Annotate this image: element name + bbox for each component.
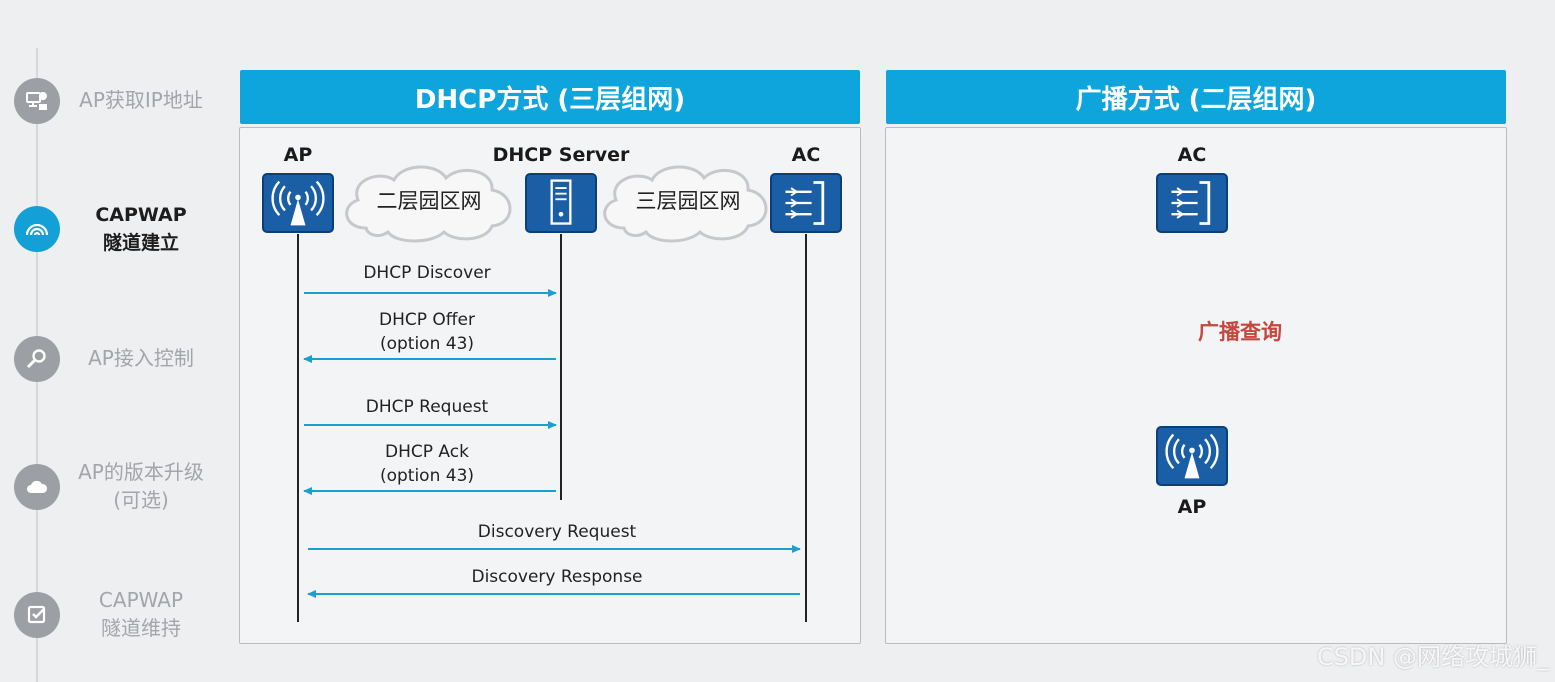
ac-controller-icon [1156,173,1228,233]
dhcp-server-label: DHCP Server [492,144,630,166]
server-icon [525,173,597,233]
step-capwap-maintain[interactable]: CAPWAP 隧道维持 [0,588,230,650]
broadcast-query-label: 广播查询 [1198,320,1282,344]
network-monitor-icon [14,78,60,124]
dhcp-panel-title: DHCP方式 (三层组网) [240,70,860,124]
step-label: CAPWAP 隧道建立 [95,204,187,254]
cloud-upgrade-icon [14,464,60,510]
msg-discovery-request: Discovery Request [477,522,637,542]
layer3-cloud [603,165,768,243]
ap-wireless-icon [262,173,334,233]
layer2-cloud [345,165,512,243]
ap-wireless-icon [1156,426,1228,486]
msg-dhcp-offer: DHCP Offer (option 43) [379,310,475,354]
step-capwap-establish[interactable]: CAPWAP 隧道建立 [0,200,230,260]
step-label: AP的版本升级 (可选) [78,460,204,512]
checkbox-icon [14,592,60,638]
msg-dhcp-request: DHCP Request [365,397,489,417]
step-ap-access-control[interactable]: AP接入控制 [0,330,230,390]
step-ap-get-ip[interactable]: AP获取IP地址 [0,72,230,132]
rainbow-tunnel-icon [14,206,60,252]
ac-controller-icon [770,173,842,233]
step-label: AP接入控制 [88,346,194,370]
ap-label: AP [1177,496,1207,518]
ap-label: AP [283,144,313,166]
step-label: CAPWAP 隧道维持 [98,588,184,640]
step-ap-upgrade[interactable]: AP的版本升级 (可选) [0,460,230,520]
msg-dhcp-ack: DHCP Ack (option 43) [379,442,475,486]
layer2-cloud-label: 二层园区网 [376,189,482,213]
ac-label: AC [791,144,821,166]
watermark: CSDN @网络攻城狮_ [1316,643,1549,671]
layer3-cloud-label: 三层园区网 [635,189,741,213]
broadcast-panel-title: 广播方式 (二层组网) [886,70,1506,124]
msg-dhcp-discover: DHCP Discover [363,263,491,283]
step-label: AP获取IP地址 [79,88,203,112]
key-search-icon [14,336,60,382]
msg-discovery-response: Discovery Response [471,567,643,587]
ac-label: AC [1177,144,1207,166]
